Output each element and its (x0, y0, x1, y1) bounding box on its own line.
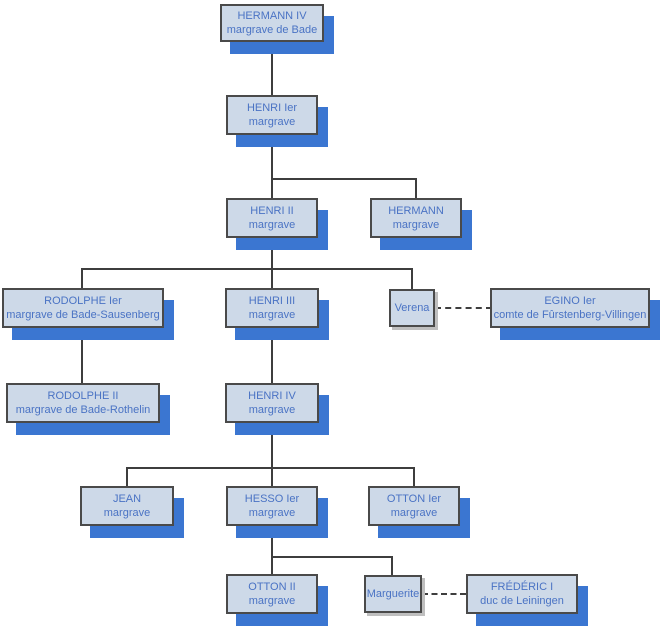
node-frederic-i: FRÉDÉRIC I duc de Leiningen (466, 574, 578, 614)
node-henri-ii: HENRI II margrave (226, 198, 318, 238)
marriage-line-verena-egino (435, 307, 492, 309)
person-name: HESSO Ier (244, 493, 300, 505)
person-name: HENRI III (248, 295, 296, 307)
person-name: OTTON Ier (386, 493, 442, 505)
connector-branch-gen6 (126, 467, 415, 469)
connector-henri4-down (271, 423, 273, 486)
connector-drop-verena (411, 268, 413, 289)
person-title: margrave de Bade-Sausenberg (6, 309, 160, 321)
person-name: RODOLPHE Ier (44, 295, 122, 307)
connector-drop-jean (126, 467, 128, 486)
node-henri-ier: HENRI Ier margrave (226, 95, 318, 135)
node-otton-ii: OTTON II margrave (226, 574, 318, 614)
node-henri-iii: HENRI III margrave (225, 288, 319, 328)
node-jean: JEAN margrave (80, 486, 174, 526)
marriage-line-marguerite-frederic (422, 593, 466, 595)
person-name: EGINO Ier (544, 295, 596, 307)
connector-hesso-down (271, 526, 273, 574)
person-title: margrave (103, 507, 151, 519)
person-title: margrave (248, 116, 296, 128)
node-rodolphe-ii: RODOLPHE II margrave de Bade-Rothelin (6, 383, 160, 423)
node-rodolphe-ier: RODOLPHE Ier margrave de Bade-Sausenberg (2, 288, 164, 328)
node-hermann-iv: HERMANN IV margrave de Bade (220, 4, 324, 42)
person-name: Verena (394, 302, 430, 314)
person-name: OTTON II (248, 581, 296, 593)
connector-rodolphe1-rodolphe2 (81, 328, 83, 383)
connector-branch-gen3 (271, 178, 417, 180)
node-otton-ier: OTTON Ier margrave (368, 486, 460, 526)
person-title: margrave de Bade-Rothelin (15, 404, 151, 416)
person-name: HERMANN (388, 205, 444, 217)
connector-branch-gen4 (81, 268, 413, 270)
person-name: HERMANN IV (237, 10, 307, 22)
person-title: margrave (248, 595, 296, 607)
connector-henri2-down (271, 238, 273, 288)
connector-drop-marguerite (391, 556, 393, 575)
person-name: HENRI Ier (246, 102, 298, 114)
person-title: margrave (248, 219, 296, 231)
person-name: FRÉDÉRIC I (490, 581, 554, 593)
node-hesso-ier: HESSO Ier margrave (226, 486, 318, 526)
person-title: duc de Leiningen (480, 595, 564, 607)
connector-drop-otton1 (413, 467, 415, 486)
person-title: margrave (248, 404, 296, 416)
connector-henri1-down (271, 135, 273, 198)
node-marguerite: Marguerite (364, 575, 422, 613)
person-name: RODOLPHE II (47, 390, 119, 402)
person-name: HENRI IV (248, 390, 296, 402)
connector-drop-rodolphe1 (81, 268, 83, 288)
person-title: margrave (248, 309, 296, 321)
connector-branch-gen7 (271, 556, 393, 558)
person-name: Marguerite (366, 588, 420, 600)
node-verena: Verena (389, 289, 435, 327)
connector-drop-hermann (415, 178, 417, 198)
person-title: margrave (248, 507, 296, 519)
node-hermann: HERMANN margrave (370, 198, 462, 238)
person-title: margrave (390, 507, 438, 519)
person-title: margrave (392, 219, 440, 231)
node-henri-iv: HENRI IV margrave (225, 383, 319, 423)
person-title: margrave de Bade (226, 24, 318, 36)
connector-hermann4-henri1 (271, 42, 273, 95)
connector-henri3-henri4 (271, 328, 273, 383)
person-name: JEAN (112, 493, 142, 505)
person-name: HENRI II (250, 205, 294, 217)
person-title: comte de Fûrstenberg-Villingen (493, 309, 647, 321)
node-egino-ier: EGINO Ier comte de Fûrstenberg-Villingen (490, 288, 650, 328)
